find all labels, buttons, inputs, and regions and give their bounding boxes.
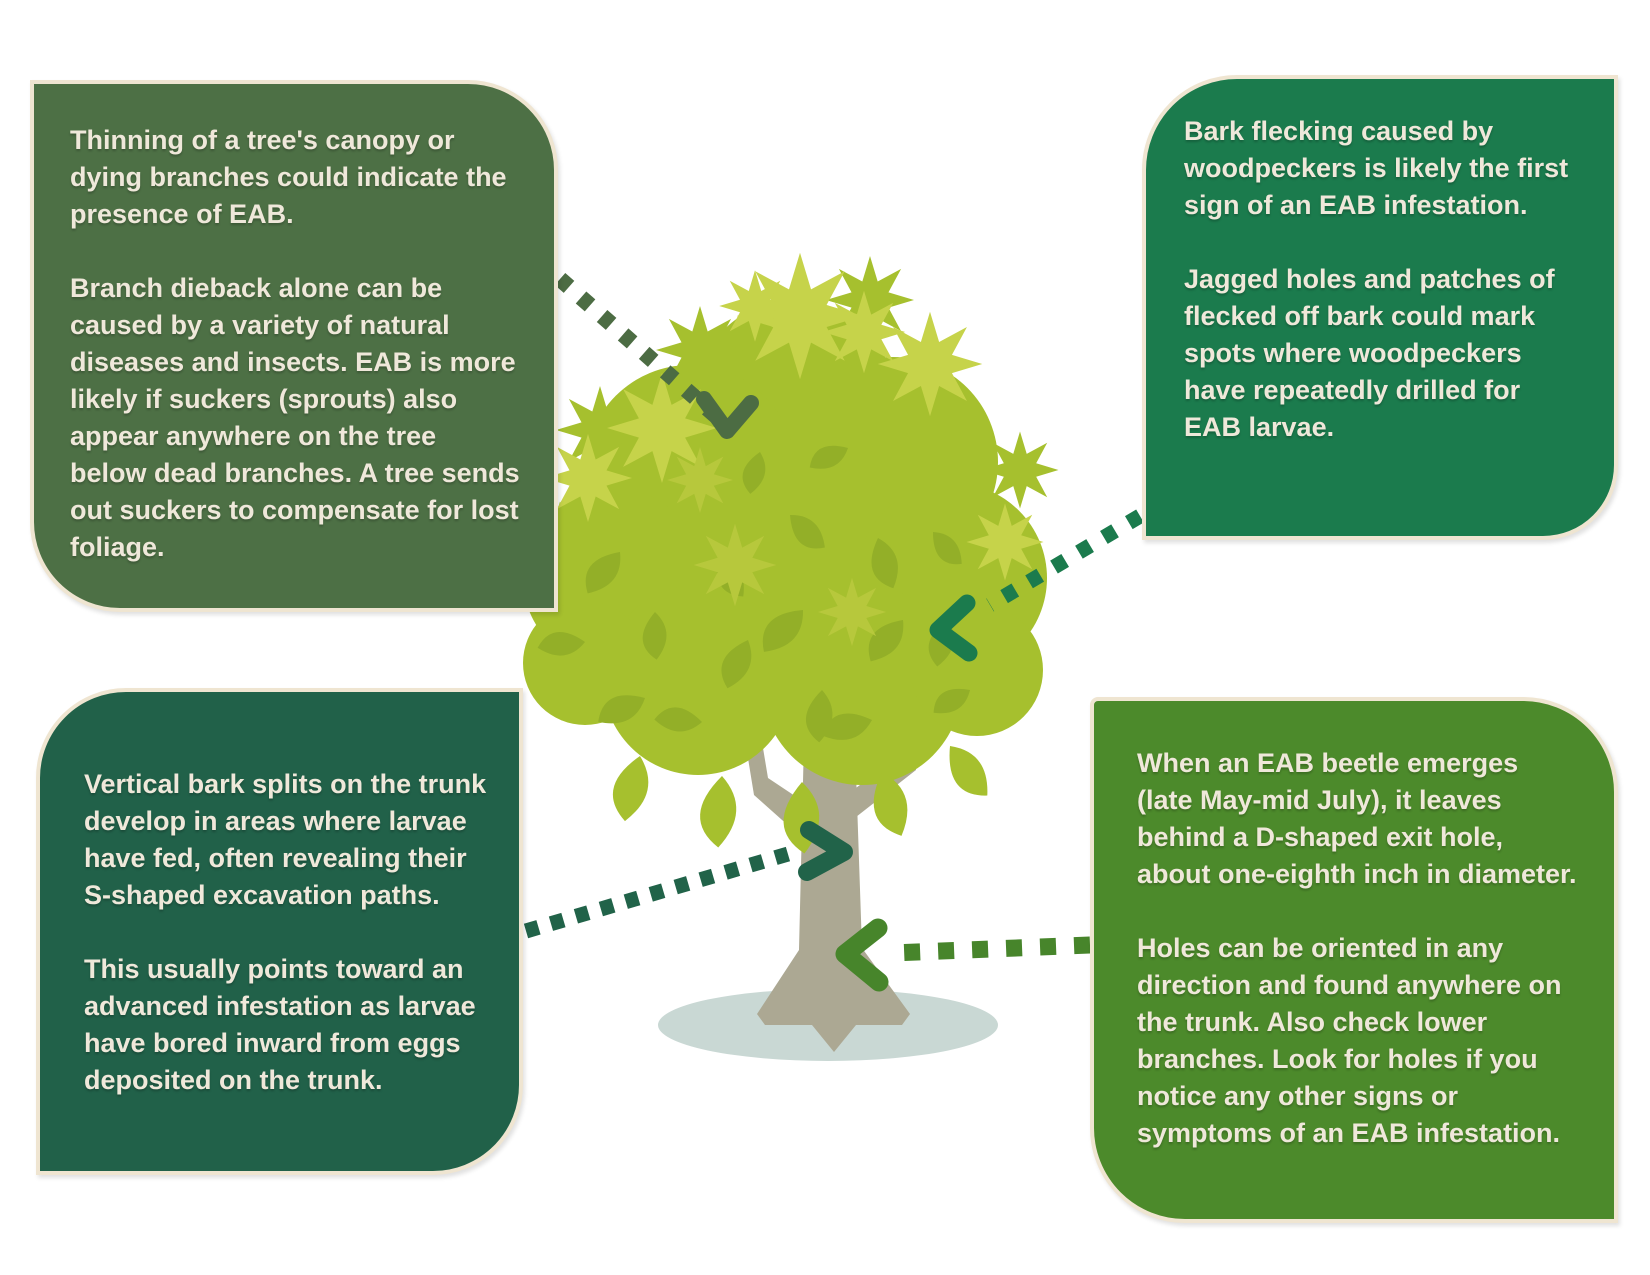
connector-canopy-thinning <box>554 272 759 439</box>
callout-bark-flecking: Bark flecking caused by woodpeckers is l… <box>1142 75 1618 540</box>
callout-title: Thinning of a tree's canopy or dying bra… <box>70 125 507 229</box>
connector-exit-holes <box>835 918 1091 992</box>
arrowhead-down-icon <box>696 391 759 439</box>
connector-bark-splits <box>523 821 853 939</box>
connector-bark-flecking <box>929 509 1144 662</box>
callout-title: When an EAB beetle emerges (late May-mid… <box>1137 748 1577 889</box>
dotted-line <box>523 844 798 939</box>
dotted-line <box>554 272 722 423</box>
ground-shadow-ellipse <box>658 989 998 1061</box>
callout-body: Holes can be oriented in any direction a… <box>1137 933 1562 1148</box>
callout-bark-splits: Vertical bark splits on the trunk develo… <box>36 688 523 1175</box>
arrowhead-right-icon <box>798 821 853 881</box>
callout-body: Jagged holes and patches of flecked off … <box>1184 264 1555 442</box>
callout-canopy-thinning: Thinning of a tree's canopy or dying bra… <box>30 80 558 612</box>
canopy-mid-leaf-tufts <box>667 447 887 647</box>
callout-title: Vertical bark splits on the trunk develo… <box>84 769 487 910</box>
dotted-line <box>986 509 1144 612</box>
arrowhead-left-icon <box>835 918 889 992</box>
callout-body: Branch dieback alone can be caused by a … <box>70 273 520 562</box>
tree-trunk <box>746 655 922 1052</box>
callout-exit-holes: When an EAB beetle emerges (late May-mid… <box>1090 697 1618 1223</box>
arrowhead-left-icon <box>929 594 978 662</box>
dotted-line <box>891 936 1091 962</box>
callout-title: Bark flecking caused by woodpeckers is l… <box>1184 116 1569 220</box>
canopy-light-leaf-tufts <box>544 252 1044 581</box>
canopy-body <box>521 256 1059 856</box>
canopy-dark-leaves <box>535 435 971 755</box>
callout-body: This usually points toward an advanced i… <box>84 954 476 1095</box>
tree-canopy <box>521 252 1059 856</box>
